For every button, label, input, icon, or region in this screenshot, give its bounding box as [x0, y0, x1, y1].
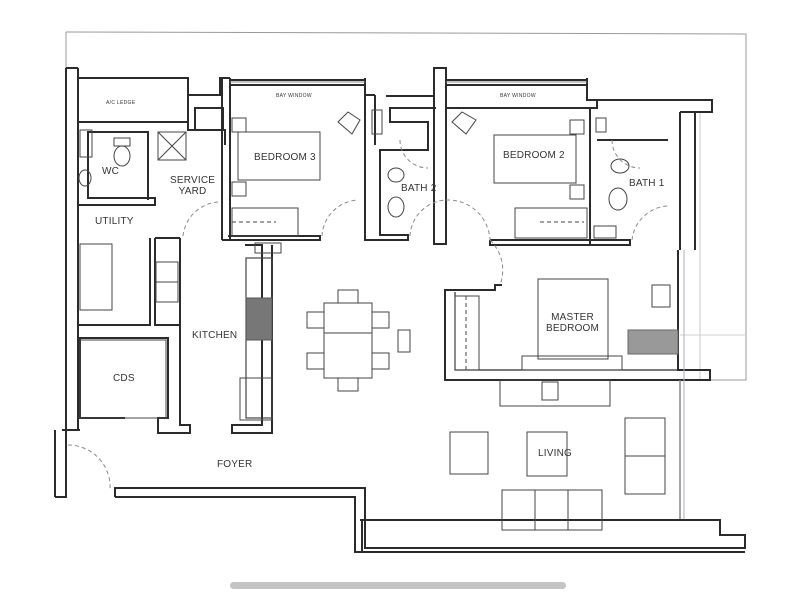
site-boundary	[65, 31, 747, 381]
room-label-bedroom-2: BEDROOM 2	[503, 150, 565, 161]
walls	[54, 67, 746, 553]
service-yard-line1: SERVICE	[170, 175, 216, 186]
horizontal-scrollbar[interactable]	[230, 582, 566, 589]
room-label-living: LIVING	[538, 448, 572, 459]
room-label-bedroom-3: BEDROOM 3	[254, 152, 316, 163]
master-bedroom-line2: BEDROOM	[546, 323, 600, 334]
room-label-bay-window-2: BAY WINDOW	[500, 93, 536, 99]
room-label-bay-window-3: BAY WINDOW	[276, 93, 312, 99]
door-swings	[67, 139, 669, 491]
room-label-wc: WC	[102, 166, 120, 177]
master-bedroom-line1: MASTER	[551, 312, 594, 323]
fixtures	[78, 81, 679, 531]
service-yard-line2: YARD	[178, 186, 207, 197]
room-label-bath-2: BATH 2	[401, 183, 437, 194]
room-label-bath-1: BATH 1	[629, 178, 665, 189]
room-label-kitchen: KITCHEN	[192, 330, 238, 341]
room-label-ac-ledge: A/C LEDGE	[106, 100, 136, 106]
room-label-utility: UTILITY	[95, 216, 134, 227]
room-label-foyer: FOYER	[217, 459, 253, 470]
room-label-cds: CDS	[113, 373, 135, 384]
